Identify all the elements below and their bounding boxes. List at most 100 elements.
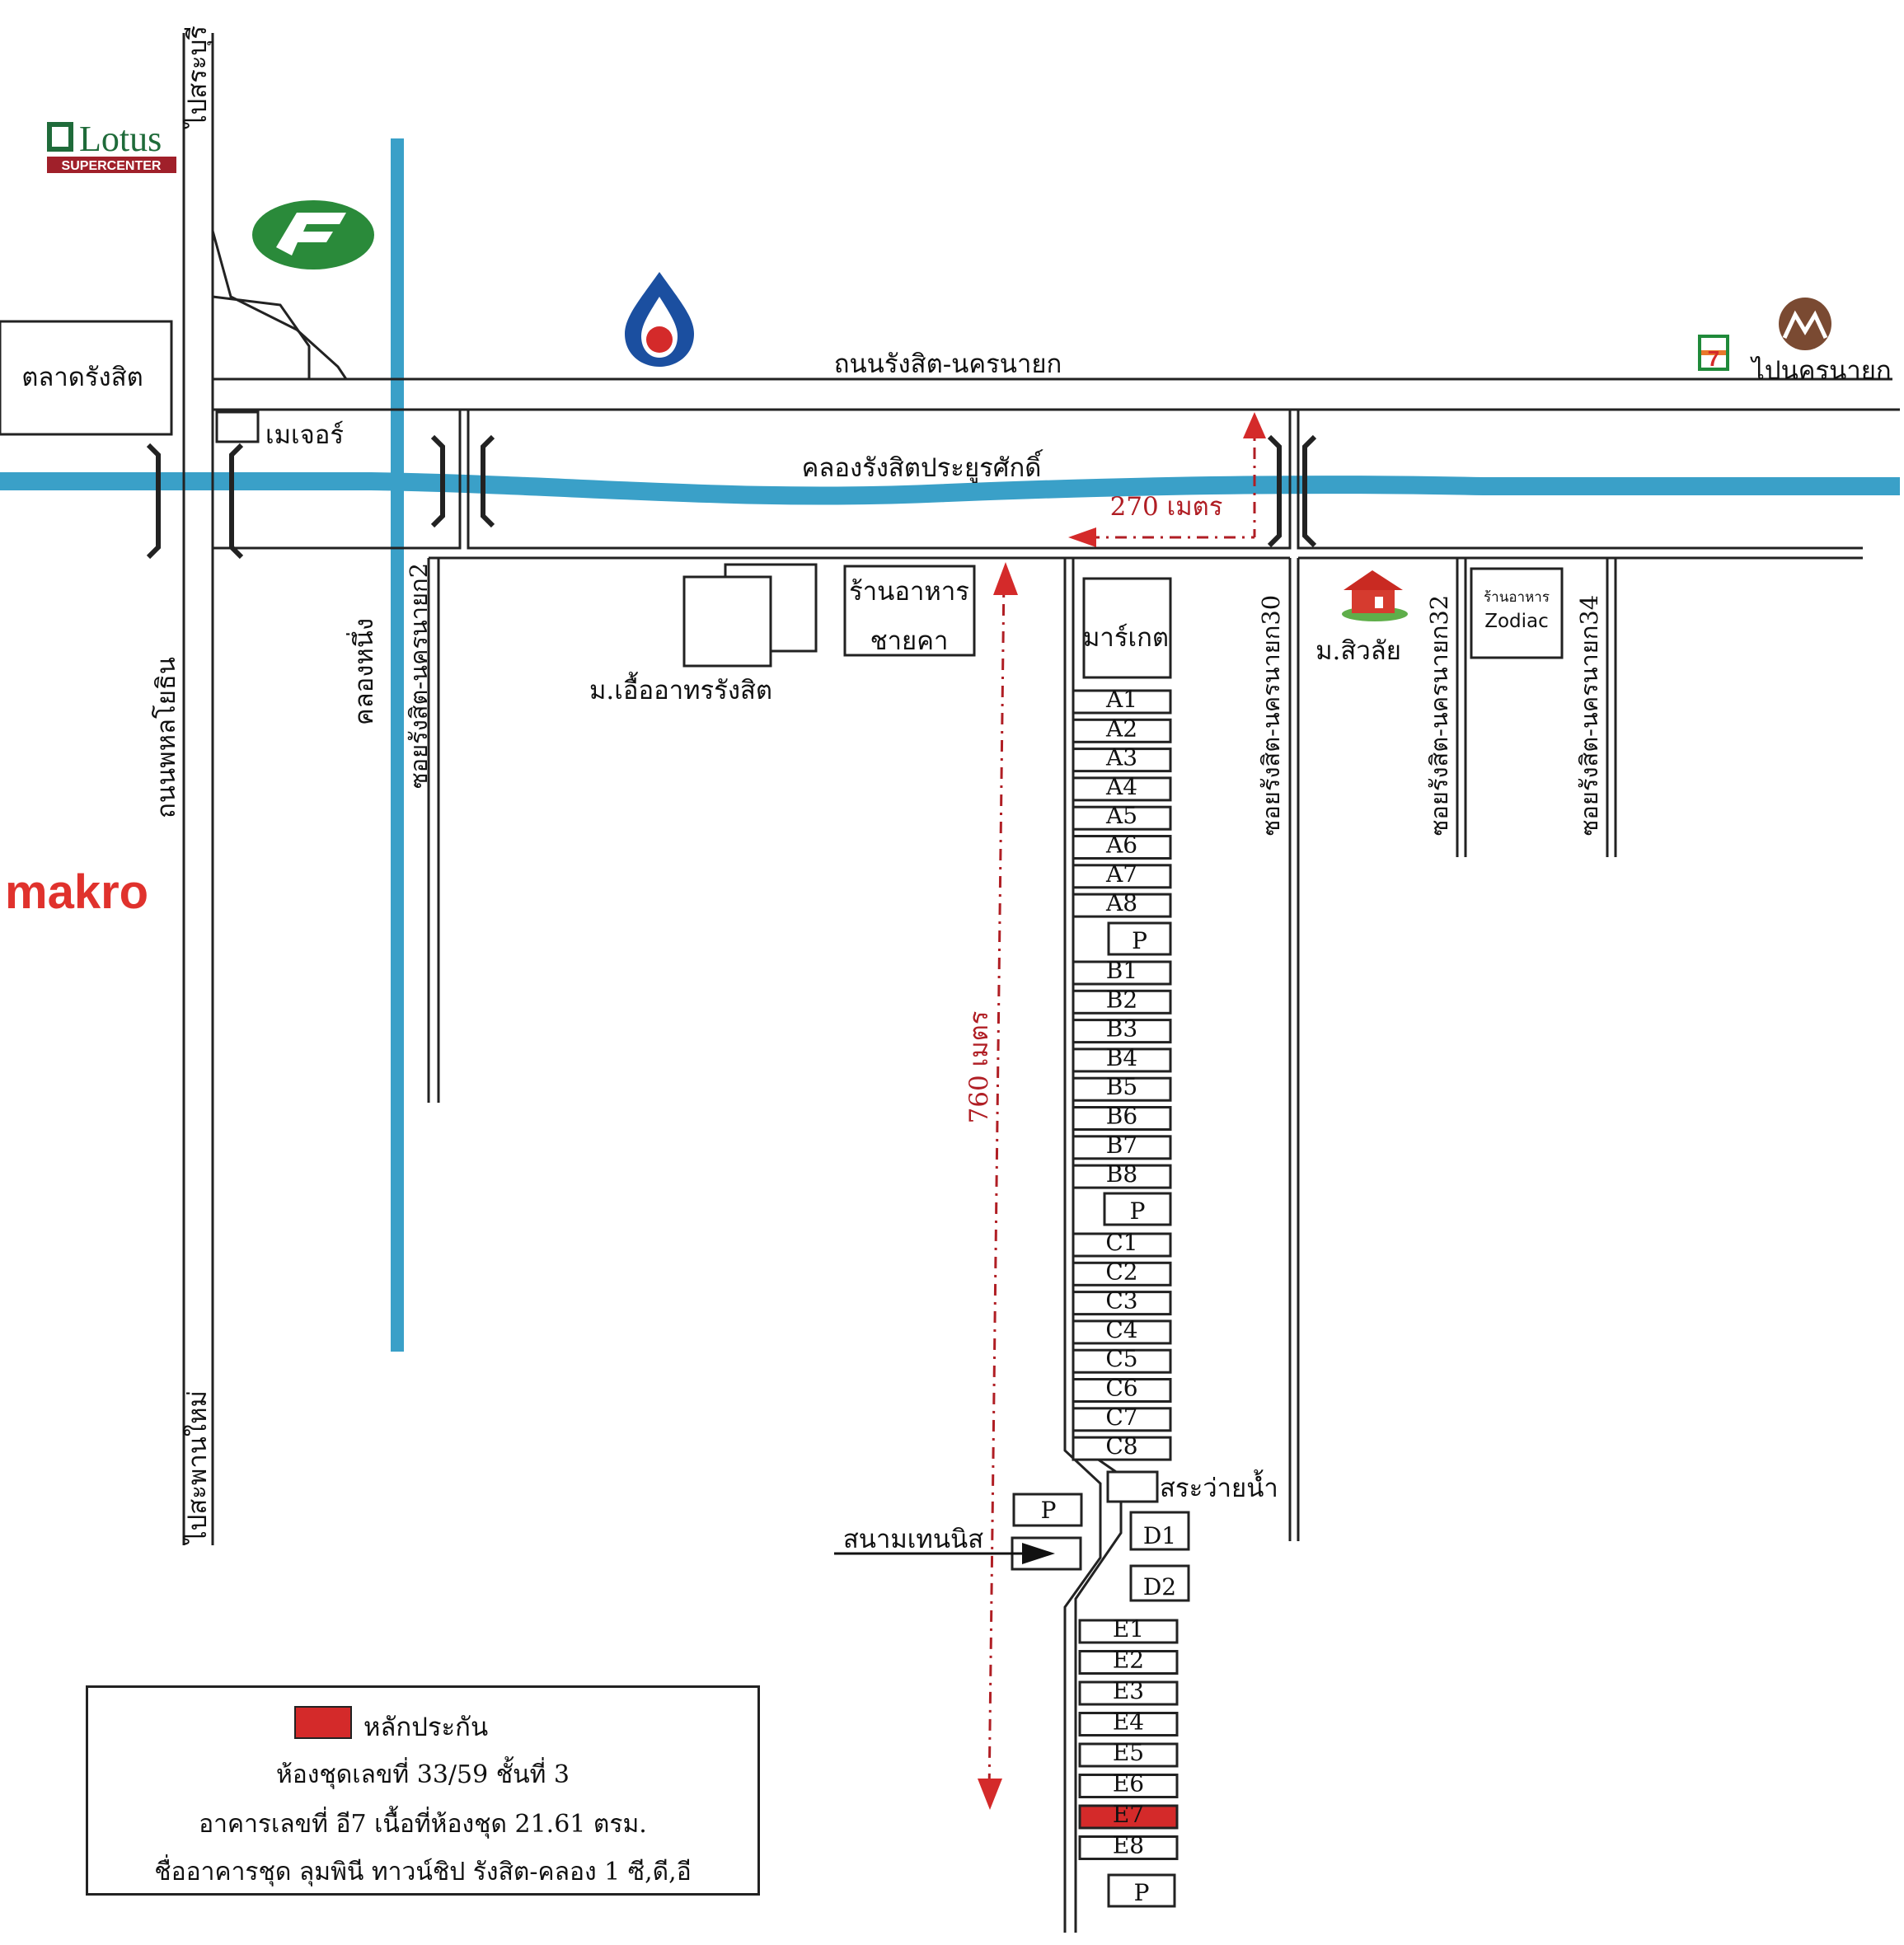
building-b4-label: B4 (1106, 1044, 1137, 1071)
restaurant-box (843, 565, 976, 657)
building-a8-label: A8 (1105, 889, 1137, 916)
zodiac-small-label: ร้านอาหาร (1484, 589, 1550, 606)
main-road-label: ถนนรังสิต-นครนายก (834, 349, 1062, 379)
tennis-arrow-head (1022, 1543, 1055, 1564)
parking-label-tennis: P (1041, 1497, 1057, 1524)
building-b5-label: B5 (1106, 1073, 1137, 1100)
market-label: มาร์เกต (1083, 623, 1169, 653)
block-middle (467, 408, 1292, 550)
building-a5-label: A5 (1105, 802, 1137, 829)
building-b5-box (1072, 1076, 1172, 1102)
building-e7-box (1078, 1804, 1179, 1830)
building-b7-box (1072, 1135, 1172, 1160)
canal-rangsit (0, 472, 1900, 505)
makro-logo: makro (5, 865, 148, 919)
building-e1-box (1078, 1619, 1179, 1644)
building-e4-box (1078, 1712, 1179, 1736)
lotus-logo-text: Lotus (79, 119, 162, 159)
building-a3-box (1072, 748, 1172, 773)
parking-after-a-box (1107, 921, 1172, 956)
pool-label: สระว่ายน้ำ (1160, 1469, 1278, 1503)
parking-after-e-label: P (1134, 1879, 1150, 1906)
market-box (1082, 577, 1172, 679)
building-a2-label: A2 (1105, 715, 1137, 742)
building-e4-label: E4 (1113, 1708, 1144, 1736)
building-e2-box (1078, 1650, 1179, 1675)
parking-after-a-label: P (1132, 927, 1147, 954)
pool-box (1106, 1470, 1159, 1503)
parking-after-b-box (1103, 1192, 1172, 1226)
distance-760-label: 760 เมตร (964, 1011, 994, 1124)
project-road-west (1063, 558, 1102, 1933)
building-c1-label: C1 (1105, 1229, 1137, 1256)
building-e8-box (1078, 1835, 1179, 1860)
fuel-station-f-logo (252, 200, 374, 269)
seven-eleven-number: 7 (1708, 346, 1719, 371)
building-a6-box (1072, 835, 1172, 860)
soi30-label: ซอยรังสิต-นครนายก30 (1257, 595, 1285, 837)
talad-rangsit-box (0, 320, 173, 436)
building-d2-box (1129, 1564, 1190, 1602)
building-d1-label: D1 (1143, 1522, 1176, 1549)
building-e6-box (1078, 1774, 1179, 1798)
building-a7-label: A7 (1105, 860, 1137, 888)
building-c5-box (1072, 1348, 1172, 1374)
village-ua-building-front (682, 575, 772, 668)
siwalai-house-icon (1342, 570, 1408, 621)
soi32-label: ซอยรังสิต-นครนายก32 (1425, 595, 1453, 837)
village-ua-label: ม.เอื้ออาทรรังสิต (589, 672, 772, 705)
building-b1-label: B1 (1106, 957, 1137, 984)
restaurant-line2: ชายคา (870, 626, 949, 656)
building-e8-label: E8 (1113, 1832, 1144, 1859)
major-label: เมเจอร์ (265, 420, 344, 450)
canal-rangsit-label: คลองรังสิตประยูรศักดิ์ (802, 448, 1043, 483)
legend-room-line: ห้องชุดเลขที่ 33/59 ชั้นที่ 3 (275, 1760, 570, 1789)
bridges (146, 434, 1317, 560)
soi34-label: ซอยรังสิต-นครนายก34 (1575, 595, 1603, 837)
building-a1-label: A1 (1105, 686, 1137, 713)
talad-rangsit-label: ตลาดรังสิต (21, 363, 143, 392)
block-west (211, 408, 462, 550)
building-c8-box (1072, 1436, 1172, 1461)
building-b2-label: B2 (1106, 986, 1137, 1013)
building-b8-box (1072, 1164, 1172, 1189)
building-d1-box (1129, 1511, 1190, 1551)
building-e1-label: E1 (1113, 1615, 1144, 1643)
building-c2-label: C2 (1105, 1258, 1137, 1285)
to-new-bridge-label: ไปสะพานใหม่ (183, 1390, 213, 1546)
building-a8-box (1072, 893, 1172, 918)
building-b3-box (1072, 1019, 1172, 1044)
building-a3-label: A3 (1105, 744, 1137, 771)
ptt-station-icon (625, 272, 694, 367)
building-a5-box (1072, 805, 1172, 831)
building-c1-box (1072, 1232, 1172, 1258)
building-c5-label: C5 (1105, 1345, 1137, 1372)
bank-logo-icon (1779, 298, 1831, 350)
building-b3-label: B3 (1106, 1015, 1137, 1043)
to-nakhon-nayok-label: ไปนครนายก (1749, 356, 1891, 386)
legend-title: หลักประกัน (363, 1713, 489, 1742)
building-b2-box (1072, 989, 1172, 1015)
building-a7-box (1072, 864, 1172, 889)
building-units: A1A2A3A4A5A6A7A8PB1B2B3B4B5B6B7B8PC1C2C3… (1072, 686, 1190, 1908)
zodiac-box (1470, 567, 1564, 659)
building-b4-box (1072, 1047, 1172, 1073)
building-e6-label: E6 (1113, 1770, 1144, 1797)
legend-condo-line: ชื่ออาคารชุด ลุมพินี ทาวน์ชิป รังสิต-คลอ… (154, 1858, 692, 1886)
building-c3-box (1072, 1291, 1172, 1316)
building-e3-box (1078, 1680, 1179, 1706)
building-c8-label: C8 (1105, 1432, 1137, 1460)
building-b8-label: B8 (1106, 1160, 1137, 1188)
parking-after-e-box (1107, 1873, 1176, 1908)
building-d2-label: D2 (1143, 1573, 1176, 1601)
legend-box: หลักประกัน ห้องชุดเลขที่ 33/59 ชั้นที่ 3… (86, 1685, 760, 1896)
distance-760 (978, 562, 1018, 1810)
to-saraburi-label: ไปสระบุรี (183, 26, 213, 130)
building-e2-label: E2 (1113, 1647, 1144, 1674)
major-icon-box (215, 410, 260, 443)
khlong1-label: คลองหนึ่ง (346, 618, 379, 725)
soi2-label: ซอยรังสิต-นครนายก2 (405, 563, 433, 789)
seven-eleven-logo: 7 (1698, 335, 1729, 371)
building-e5-box (1078, 1742, 1179, 1768)
